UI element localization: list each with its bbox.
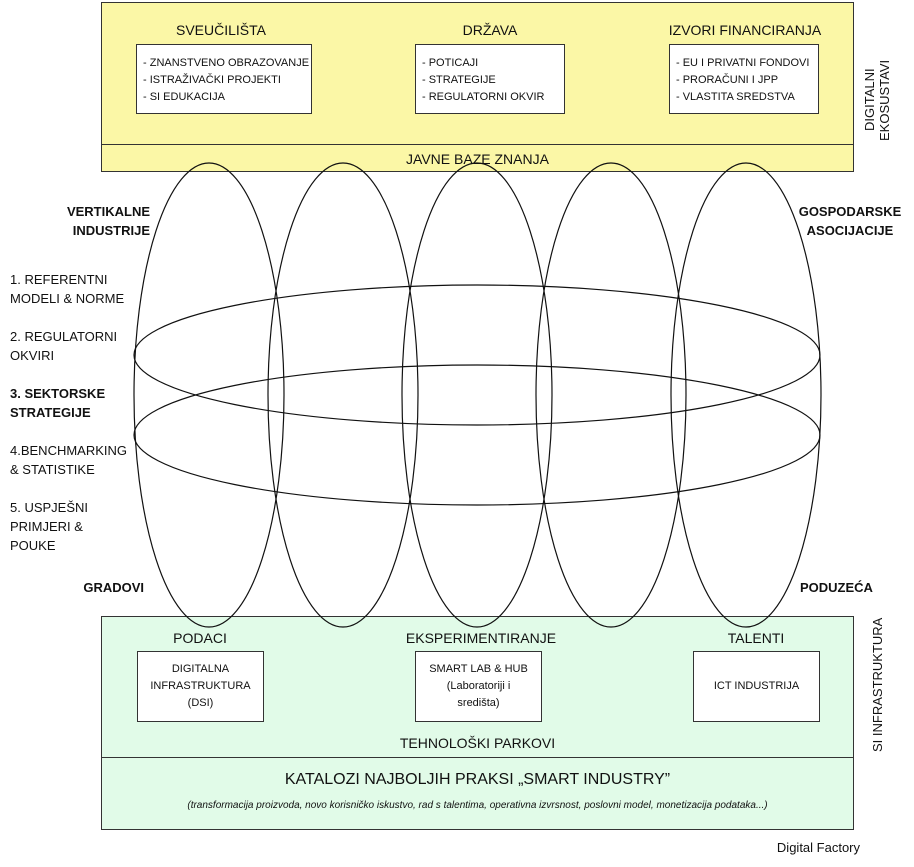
vertical-ellipse <box>535 162 687 628</box>
list-item: 4.BENCHMARKING& STATISTIKE <box>10 443 128 477</box>
catalog-title: KATALOZI NAJBOLJIH PRAKSI „SMART INDUSTR… <box>284 771 671 788</box>
list-item: - SI EDUKACIJA <box>143 91 225 103</box>
knowledge-base-band: JAVNE BAZE ZNANJA <box>406 151 549 167</box>
state-box: - POTICAJI - STRATEGIJE - REGULATORNI OK… <box>415 44 565 114</box>
companies-label: PODUZEĆA <box>800 580 873 595</box>
column-title-state: DRŽAVA <box>462 22 518 38</box>
vertical-ellipse <box>401 162 553 628</box>
list-item: - EU I PRIVATNI FONDOVI <box>676 57 810 69</box>
footer-credit: Digital Factory <box>776 840 860 855</box>
list-item: - PRORAČUNI I JPP <box>676 74 779 86</box>
list-item: - ISTRAŽIVAČKI PROJEKTI <box>143 74 281 86</box>
column-title-funding: IZVORI FINANCIRANJA <box>668 22 822 38</box>
funding-box: - EU I PRIVATNI FONDOVI - PRORAČUNI I JP… <box>669 44 819 114</box>
infrastructure-side-label: SI INFRASTRUKTURA <box>870 617 885 753</box>
horizontal-ellipse <box>133 364 821 506</box>
list-item: - STRATEGIJE <box>422 74 496 86</box>
catalog-subtitle: (transformacija proizvoda, novo korisnič… <box>187 800 768 811</box>
column-title-experimentation: EKSPERIMENTIRANJE <box>405 630 557 646</box>
catalog-panel <box>101 758 854 830</box>
column-title-data: PODACI <box>173 630 227 646</box>
column-title-universities: SVEUČILIŠTA <box>176 22 266 38</box>
column-title-talents: TALENTI <box>727 630 785 646</box>
vertical-ellipse <box>133 162 285 628</box>
technology-parks-band: TEHNOLOŠKI PARKOVI <box>399 735 556 751</box>
ecosystem-divider <box>101 144 854 145</box>
list-item: - REGULATORNI OKVIR <box>422 91 545 103</box>
universities-box: - ZNANSTVENO OBRAZOVANJE - ISTRAŽIVAČKI … <box>136 44 312 114</box>
list-item: - POTICAJI <box>422 57 479 69</box>
list-item: - VLASTITA SREDSTVA <box>676 91 795 103</box>
vertical-ellipse <box>267 162 419 628</box>
cities-label: GRADOVI <box>83 580 144 595</box>
horizontal-ellipse <box>133 284 821 426</box>
ict-industry-box: ICT INDUSTRIJA <box>693 651 820 722</box>
list-item: - ZNANSTVENO OBRAZOVANJE <box>143 57 310 69</box>
